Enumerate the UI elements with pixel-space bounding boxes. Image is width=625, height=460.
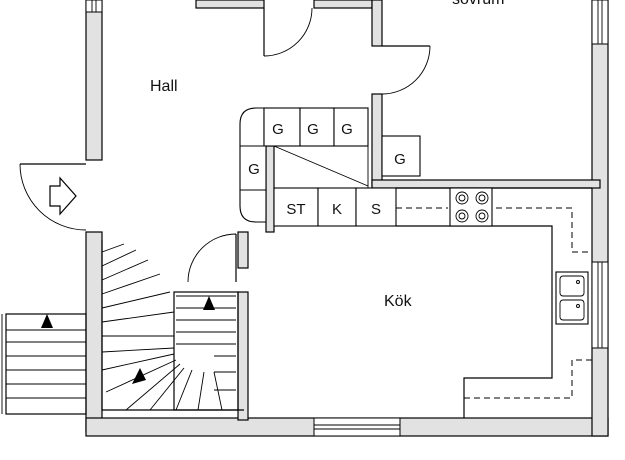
entrance-arrow-icon <box>49 176 77 216</box>
room-label-bedroom: sovrum <box>452 0 504 8</box>
room-label-hall: Hall <box>150 78 178 95</box>
window-right-upper <box>591 0 609 45</box>
wall-closet-partition <box>265 145 275 233</box>
wall-bedroom-south <box>371 179 601 189</box>
stove-icon <box>449 187 493 227</box>
door-stair <box>187 233 237 283</box>
closet-label-4: G <box>248 161 260 178</box>
entrance-steps <box>1 313 87 415</box>
wall-left-lower <box>85 231 103 433</box>
staircase <box>101 240 244 411</box>
fridge-label: ST <box>286 201 305 218</box>
wall-right <box>591 0 609 437</box>
wall-top-mid <box>313 0 373 9</box>
entrance-door <box>19 163 87 231</box>
wall-top-left <box>195 0 265 9</box>
entrance-steps-arrow-icon <box>41 314 53 328</box>
window-bottom <box>313 417 401 437</box>
sink-icon <box>555 271 589 325</box>
hall-closets <box>239 107 421 223</box>
dishwasher-label: S <box>371 201 381 218</box>
stair-down-arrow-icon <box>132 368 146 384</box>
closet-label-3: G <box>341 121 353 138</box>
closet-label-2: G <box>307 121 319 138</box>
stair-up-arrow-icon <box>203 296 215 310</box>
room-label-kitchen: Kök <box>384 293 413 310</box>
kitchen-counter <box>273 187 592 418</box>
freezer-label: K <box>332 201 342 218</box>
wall-stair-short <box>237 231 249 269</box>
wall-bedroom-west-upper <box>371 0 383 47</box>
wall-left-upper <box>85 0 103 161</box>
wall-bedroom-west-lower <box>371 93 383 189</box>
door-top <box>263 7 313 57</box>
closet-label-1: G <box>272 121 284 138</box>
window-left <box>85 0 103 13</box>
closet-label-5: G <box>394 151 406 168</box>
door-bedroom <box>381 45 431 95</box>
wall-stair-east <box>237 291 249 421</box>
window-right-lower <box>591 261 609 349</box>
